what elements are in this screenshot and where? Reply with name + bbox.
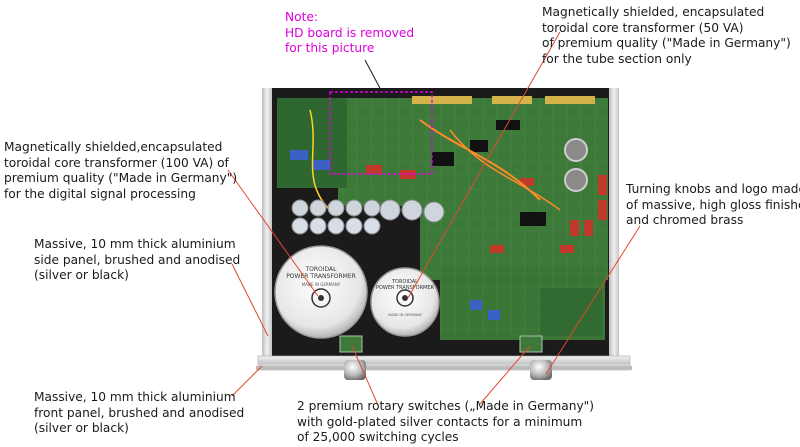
note-label: Note: HD board is removed for this pictu… xyxy=(285,10,414,57)
callout-transformer-digital-line-3: premium quality ("Made in Germany") xyxy=(4,171,238,185)
leader-switch-right xyxy=(479,345,531,405)
rotary-switches xyxy=(339,335,543,353)
note-line-3: for this picture xyxy=(285,41,375,55)
transformer-right-label-3: MADE IN GERMANY xyxy=(388,313,423,317)
callout-transformer-tube-line-2: toroidal core transformer (50 VA) xyxy=(542,20,744,35)
transformer-left-label-3: MADE IN GERMANY xyxy=(302,282,341,287)
leader-lines xyxy=(227,31,641,406)
callout-front-panel-line-3: (silver or black) xyxy=(34,421,129,435)
callout-switches: 2 premium rotary switches („Made in Germ… xyxy=(297,399,594,446)
leader-front-panel xyxy=(231,365,263,397)
callout-front-panel-line-1: Massive, 10 mm thick aluminium xyxy=(34,390,236,404)
callout-transformer-digital-line-2: toroidal core transformer (100 VA) of xyxy=(4,155,229,170)
transformer-right-label-2: POWER TRANSFORMER xyxy=(376,285,435,291)
leader-side-panel xyxy=(231,263,269,337)
hd-board-outline xyxy=(329,91,433,175)
leader-knobs xyxy=(545,225,641,375)
callout-switches-line-2: with gold-plated silver contacts for a m… xyxy=(297,414,583,429)
callout-side-panel-line-2: side panel, brushed and anodised xyxy=(34,252,241,267)
callout-side-panel-line-1: Massive, 10 mm thick aluminium xyxy=(34,237,236,251)
side-panel-left xyxy=(262,88,272,366)
note-line-2: HD board is removed xyxy=(285,25,415,40)
callout-front-panel-line-2: front panel, brushed and anodised xyxy=(34,405,245,420)
transformer-50va: TOROIDAL POWER TRANSFORMER MADE IN GERMA… xyxy=(370,267,440,337)
callout-transformer-digital-line-1: Magnetically shielded,encapsulated xyxy=(4,140,223,154)
transformer-right-label-1: TOROIDAL xyxy=(391,279,418,285)
leader-transformer-50va xyxy=(407,31,561,299)
transformer-left-label-1: TOROIDAL xyxy=(304,266,337,273)
callout-front-panel: Massive, 10 mm thick aluminium front pan… xyxy=(34,390,244,437)
callout-transformer-digital: Magnetically shielded,encapsulated toroi… xyxy=(4,140,237,202)
knob-right xyxy=(530,360,552,380)
transformer-left-label-2: POWER TRANSFORMER xyxy=(286,273,356,280)
callout-knobs-line-2: of massive, high gloss finished xyxy=(626,197,800,212)
transformer-100va: TOROIDAL POWER TRANSFORMER MADE IN GERMA… xyxy=(274,245,368,339)
callout-transformer-tube-line-4: for the tube section only xyxy=(542,51,692,66)
callout-knobs-line-3: and chromed brass xyxy=(626,213,744,227)
callout-side-panel: Massive, 10 mm thick aluminium side pane… xyxy=(34,237,240,284)
callout-switches-line-3: of 25,000 switching cycles xyxy=(297,430,459,444)
leader-switch-left xyxy=(351,345,379,406)
callout-transformer-tube: Magnetically shielded, encapsulated toro… xyxy=(542,5,791,67)
front-panel xyxy=(256,355,632,380)
callout-side-panel-line-3: (silver or black) xyxy=(34,268,129,282)
capacitor-bank xyxy=(291,199,445,235)
callout-transformer-tube-line-3: of premium quality ("Made in Germany") xyxy=(542,36,791,50)
side-panel-right xyxy=(609,88,619,366)
note-line-1: Note: xyxy=(285,10,318,24)
callout-knobs: Turning knobs and logo made of massive, … xyxy=(626,182,800,229)
callout-transformer-digital-line-4: for the digital signal processing xyxy=(4,186,196,201)
callout-switches-line-1: 2 premium rotary switches („Made in Germ… xyxy=(297,399,595,413)
leader-note xyxy=(364,59,383,93)
callout-knobs-line-1: Turning knobs and logo made xyxy=(626,182,800,196)
callout-transformer-tube-line-1: Magnetically shielded, encapsulated xyxy=(542,5,765,19)
leader-transformer-100va xyxy=(227,169,319,297)
